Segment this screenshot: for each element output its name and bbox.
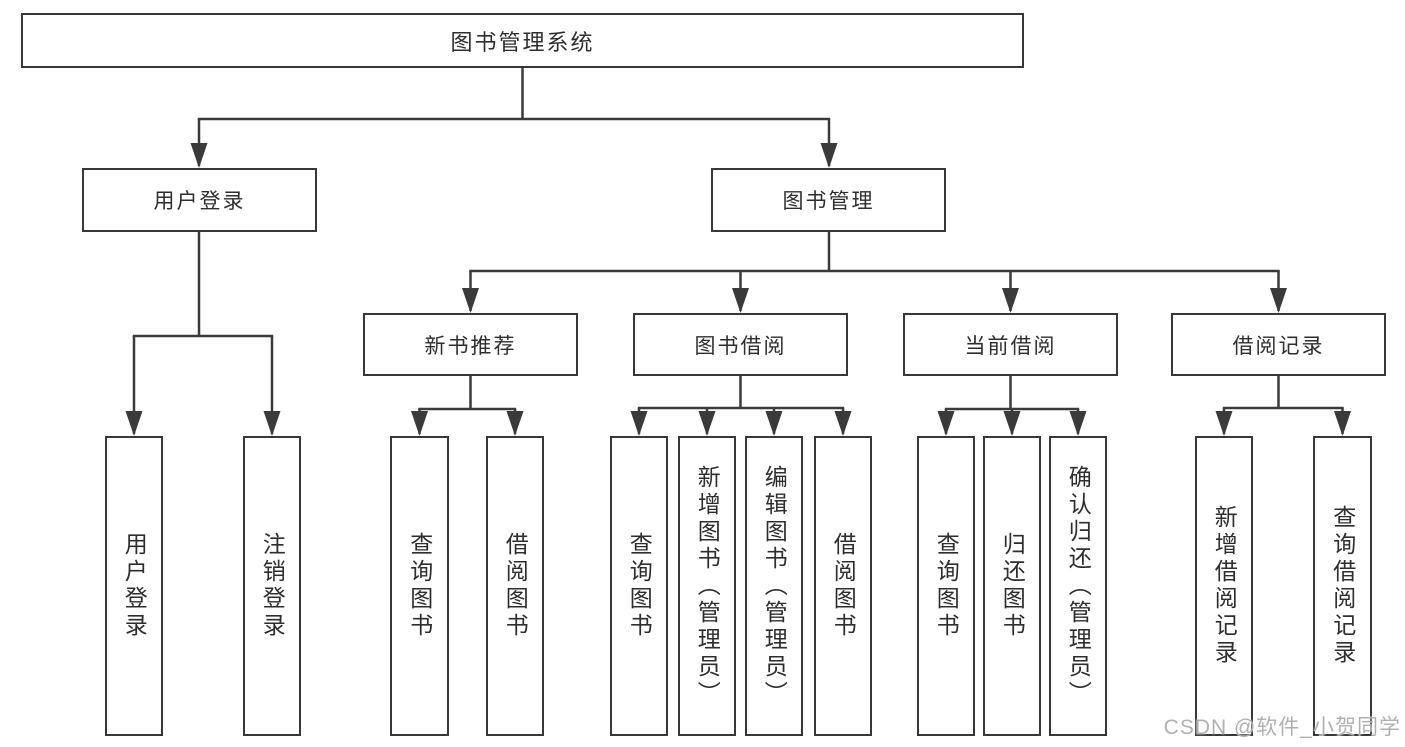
- leaf-bb-query-books: 查询图书: [610, 436, 668, 736]
- node-book-mgmt: 图书管理: [711, 168, 946, 232]
- node-root: 图书管理系统: [21, 13, 1024, 68]
- leaf-cb-confirm-return-admin: 确认归还（管理员）: [1049, 436, 1107, 736]
- leaf-nbr-borrow-books: 借阅图书: [486, 436, 544, 736]
- node-current-borrow: 当前借阅: [903, 313, 1118, 376]
- node-book-borrow: 图书借阅: [633, 313, 848, 376]
- leaf-nbr-query-books: 查询图书: [390, 436, 449, 736]
- leaf-user-login: 用户登录: [105, 436, 163, 736]
- node-borrow-records: 借阅记录: [1171, 313, 1386, 376]
- connector-new-book-rec-to-leaves: [411, 376, 524, 436]
- connector-user-login-to-leaves: [125, 232, 281, 436]
- leaf-cb-query-books: 查询图书: [917, 436, 975, 736]
- leaf-bb-borrow-books: 借阅图书: [814, 436, 872, 736]
- leaf-br-add-borrow-record: 新增借阅记录: [1195, 436, 1253, 736]
- connector-current-borrow-to-leaves: [937, 376, 1087, 436]
- node-user-login: 用户登录: [82, 168, 317, 232]
- leaf-bb-edit-books-admin: 编辑图书（管理员）: [745, 436, 803, 736]
- connector-borrow-records-to-leaves: [1215, 376, 1351, 436]
- leaf-br-query-borrow-record: 查询借阅记录: [1313, 436, 1372, 736]
- connector-book-borrow-to-leaves: [630, 376, 852, 436]
- leaf-cb-return-books: 归还图书: [983, 436, 1041, 736]
- connector-book-mgmt-to-level3: [462, 232, 1287, 313]
- leaf-logout: 注销登录: [243, 436, 301, 736]
- connector-root-to-level2: [190, 68, 838, 168]
- leaf-bb-add-books-admin: 新增图书（管理员）: [678, 436, 736, 736]
- node-new-book-rec: 新书推荐: [363, 313, 578, 376]
